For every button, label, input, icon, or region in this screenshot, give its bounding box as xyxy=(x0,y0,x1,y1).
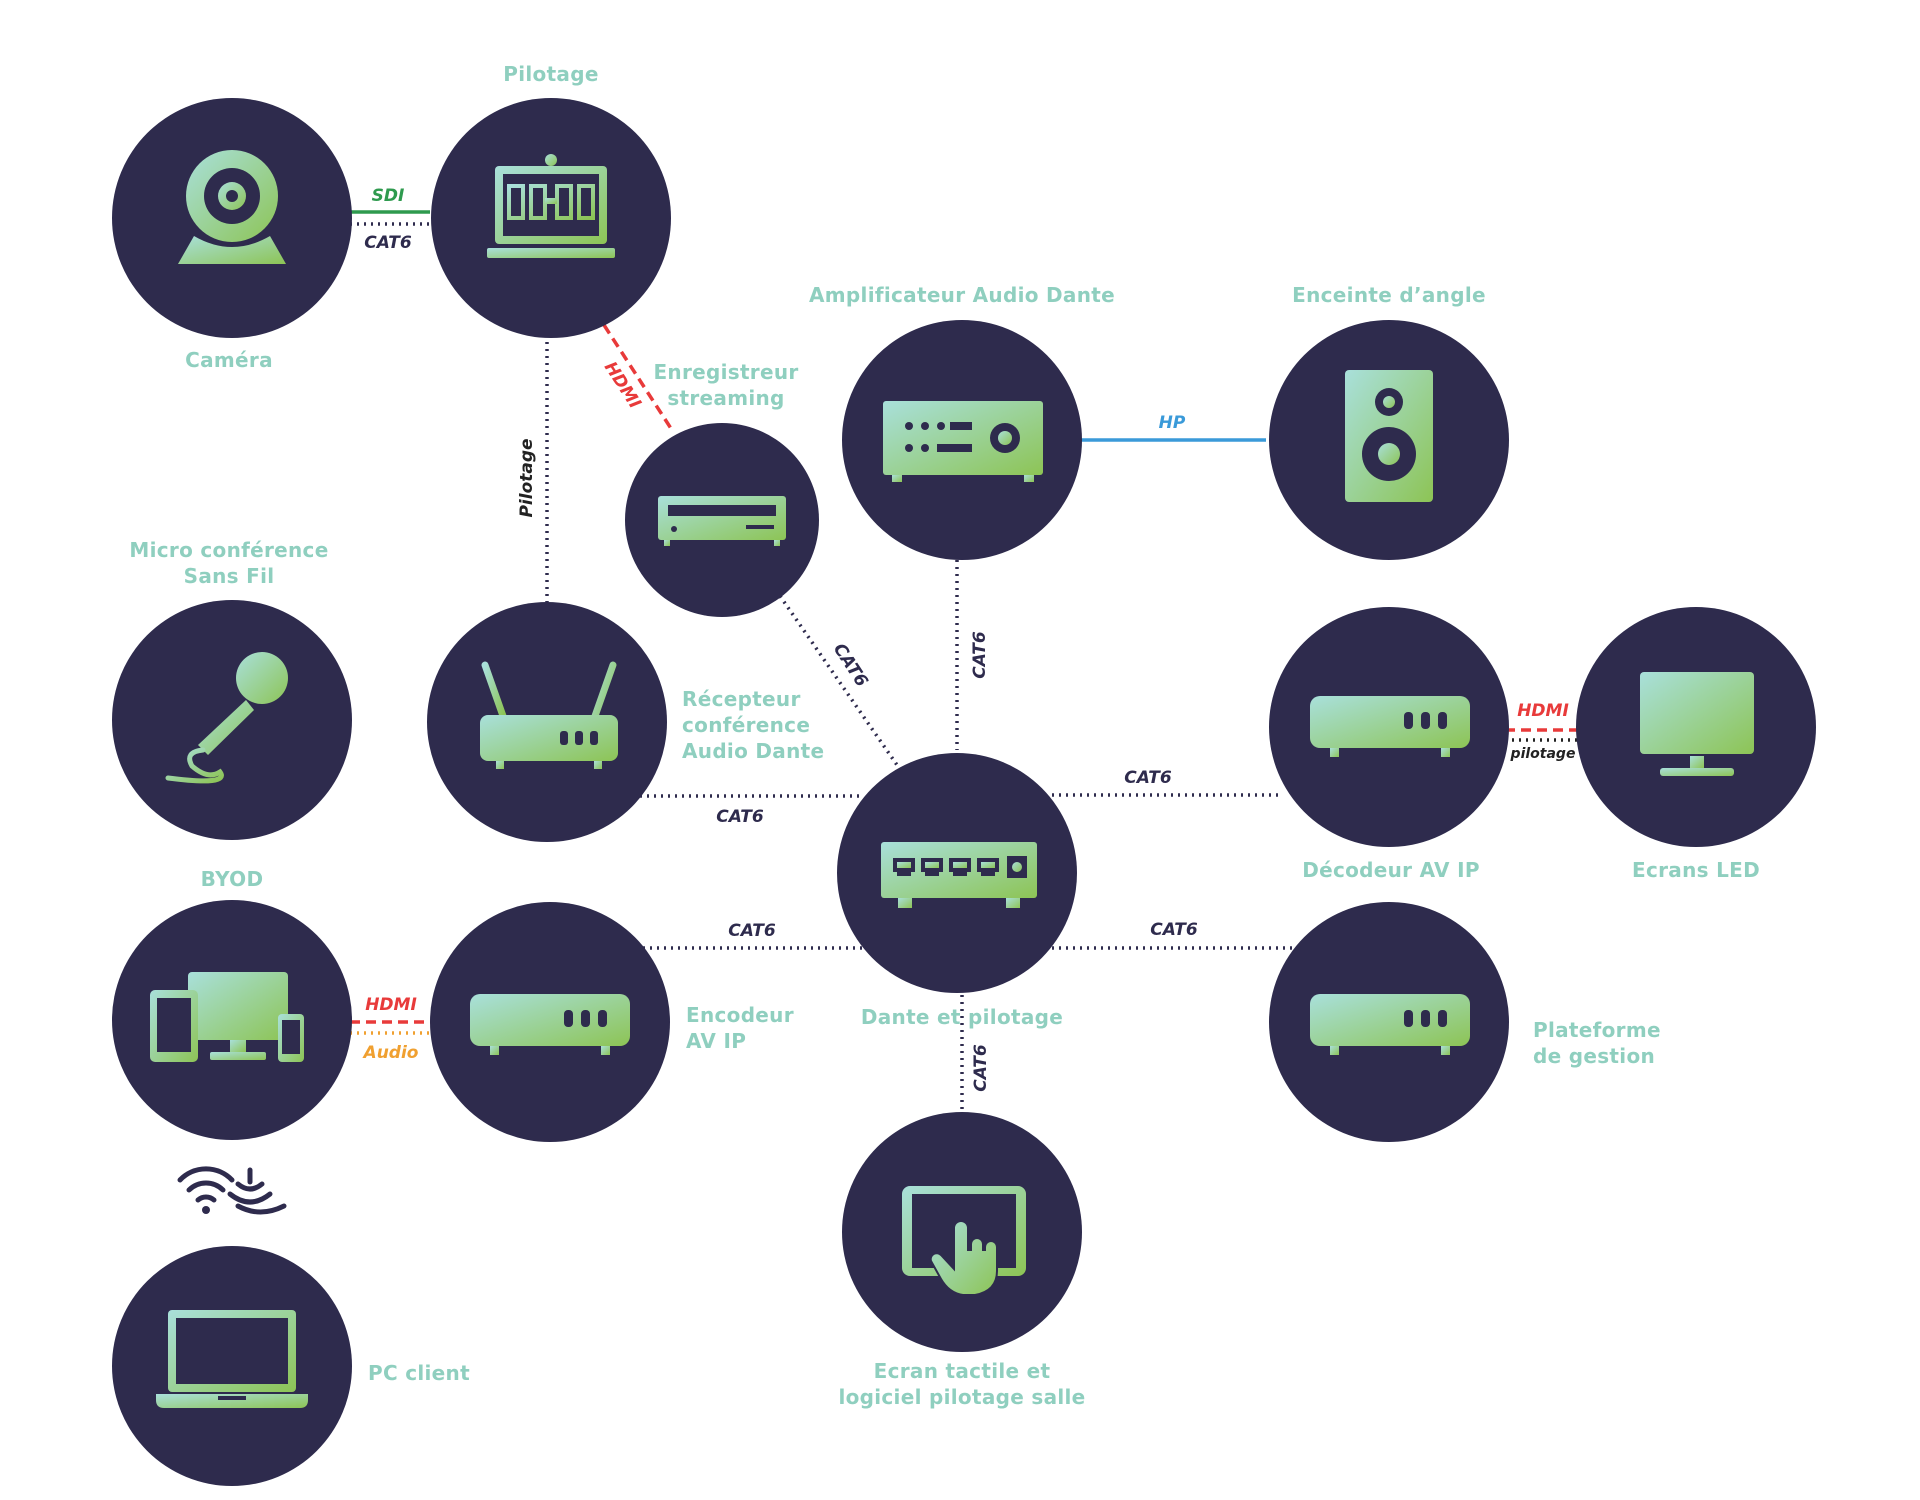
link-label-cat6: CAT6 xyxy=(364,233,412,253)
node-amplificateur xyxy=(842,320,1082,560)
label-amplificateur: Amplificateur Audio Dante xyxy=(809,283,1115,307)
label-recepteur-2: conférence xyxy=(682,713,810,737)
node-plateforme xyxy=(1269,902,1509,1142)
link-label-sdi: SDI xyxy=(372,186,405,206)
label-pilotage: Pilotage xyxy=(503,62,598,86)
node-encodeur xyxy=(430,902,670,1142)
label-encodeur-2: AV IP xyxy=(686,1029,746,1053)
amplifier-icon xyxy=(883,401,1043,482)
mixing-console-icon xyxy=(487,154,615,268)
network-switch-icon xyxy=(881,842,1037,908)
label-micro-1: Micro conférence xyxy=(129,538,328,562)
label-camera: Caméra xyxy=(185,348,273,372)
wifi-wireless-icon xyxy=(177,1166,287,1215)
label-encodeur-1: Encodeur xyxy=(686,1003,794,1027)
node-byod xyxy=(112,900,352,1140)
link-label-cat6: CAT6 xyxy=(1150,920,1198,940)
router-icon xyxy=(480,661,618,769)
hdmi-pilotage-enregistreur xyxy=(602,324,674,431)
connections xyxy=(350,210,1580,1112)
link-label-hp: HP xyxy=(1159,413,1186,433)
link-label-cat6: CAT6 xyxy=(971,1044,991,1092)
node-recepteur xyxy=(427,602,667,842)
server-box-icon xyxy=(1310,994,1470,1055)
node-camera xyxy=(112,98,352,338)
speaker-icon xyxy=(1345,370,1433,502)
label-micro-2: Sans Fil xyxy=(184,564,275,588)
node-pc-client xyxy=(112,1246,352,1486)
node-decodeur xyxy=(1269,607,1509,847)
node-enregistreur xyxy=(625,423,819,617)
decoder-box-icon xyxy=(1310,696,1470,757)
label-ecran-tactile-2: logiciel pilotage salle xyxy=(838,1385,1085,1409)
label-pc-client: PC client xyxy=(368,1361,470,1385)
link-label-hdmi: HDMI xyxy=(365,995,417,1015)
label-recepteur-3: Audio Dante xyxy=(682,739,824,763)
label-dante: Dante et pilotage xyxy=(861,1005,1063,1029)
label-enregistreur-2: streaming xyxy=(667,386,784,410)
node-labels: Pilotage Caméra Enregistreur streaming A… xyxy=(129,62,1760,1409)
node-dante xyxy=(837,753,1077,993)
link-label-cat6: CAT6 xyxy=(1124,768,1172,788)
webcam-icon xyxy=(178,150,286,264)
label-decodeur: Décodeur AV IP xyxy=(1302,858,1480,882)
recorder-icon xyxy=(658,496,786,546)
monitor-icon xyxy=(1640,672,1754,776)
label-enregistreur-1: Enregistreur xyxy=(653,360,798,384)
encoder-box-icon xyxy=(470,994,630,1055)
link-label-cat6: CAT6 xyxy=(970,631,990,679)
label-plateforme-2: de gestion xyxy=(1533,1044,1655,1068)
label-recepteur-1: Récepteur xyxy=(682,687,801,711)
node-ecrans xyxy=(1576,607,1816,847)
label-ecrans: Ecrans LED xyxy=(1632,858,1760,882)
label-enceinte: Enceinte d’angle xyxy=(1292,283,1486,307)
node-micro xyxy=(112,600,352,840)
link-label-hdmi: HDMI xyxy=(1517,701,1569,721)
node-pilotage xyxy=(431,98,671,338)
laptop-icon xyxy=(156,1310,308,1408)
node-enceinte xyxy=(1269,320,1509,560)
link-label-cat6: CAT6 xyxy=(728,921,776,941)
label-byod: BYOD xyxy=(201,867,264,891)
node-ecran-tactile xyxy=(842,1112,1082,1352)
link-label-cat6: CAT6 xyxy=(829,640,872,691)
link-label-pilotage-small: pilotage xyxy=(1510,746,1576,762)
label-plateforme-1: Plateforme xyxy=(1533,1018,1661,1042)
link-label-pilotage: Pilotage xyxy=(517,438,537,517)
link-label-audio: Audio xyxy=(362,1043,419,1063)
microphone-icon xyxy=(165,652,288,784)
tablet-touch-icon xyxy=(902,1186,1026,1296)
devices-icon xyxy=(150,972,304,1062)
link-label-hdmi: HDMI xyxy=(600,358,645,412)
link-labels: SDI CAT6 HDMI Pilotage HP CAT6 CAT6 CAT6… xyxy=(362,186,1576,1092)
link-label-cat6: CAT6 xyxy=(716,807,764,827)
label-ecran-tactile-1: Ecran tactile et xyxy=(874,1359,1051,1383)
